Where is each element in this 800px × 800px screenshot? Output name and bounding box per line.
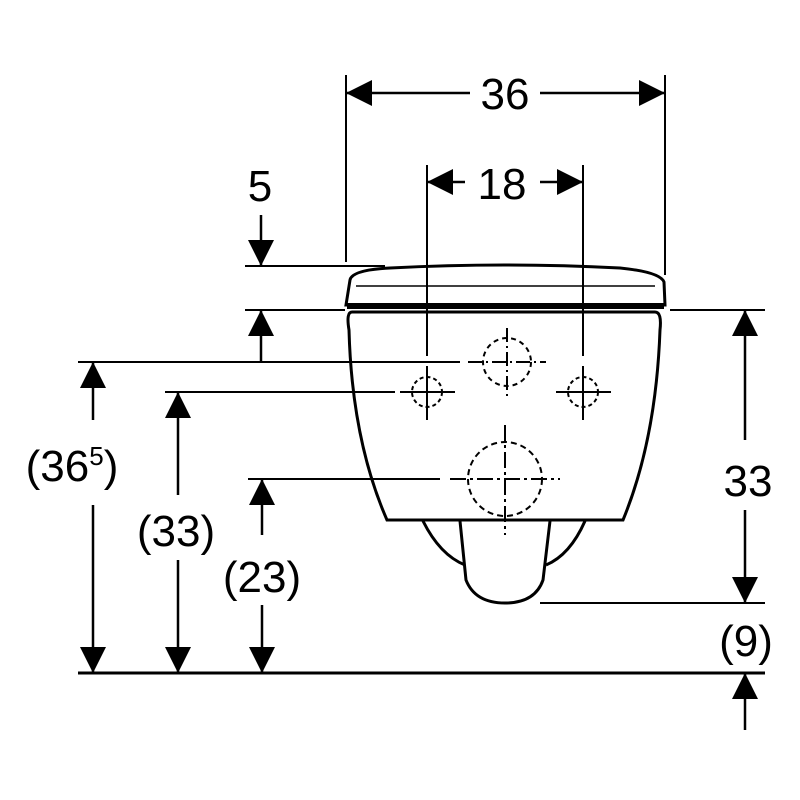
dimension-clearance-label: (9): [719, 617, 773, 666]
toilet-outline: [344, 263, 667, 605]
dimension-seat-height-label: 33: [724, 457, 773, 506]
dimension-seat-label: 5: [248, 162, 272, 211]
dimension-lines: [80, 80, 758, 730]
extension-lines: [78, 75, 765, 675]
seat-lid: [344, 263, 667, 307]
bowl-underside: [421, 520, 587, 567]
dimension-side-height-label: (33): [137, 507, 215, 556]
dimension-width-label: 36: [481, 70, 530, 119]
outlet-spigot: [458, 520, 552, 605]
connection-markers: [400, 328, 611, 535]
dimension-supply-height-label: (365): [26, 441, 119, 491]
dimension-drain-height-label: (23): [223, 553, 301, 602]
dimension-spacing-label: 18: [478, 160, 527, 209]
